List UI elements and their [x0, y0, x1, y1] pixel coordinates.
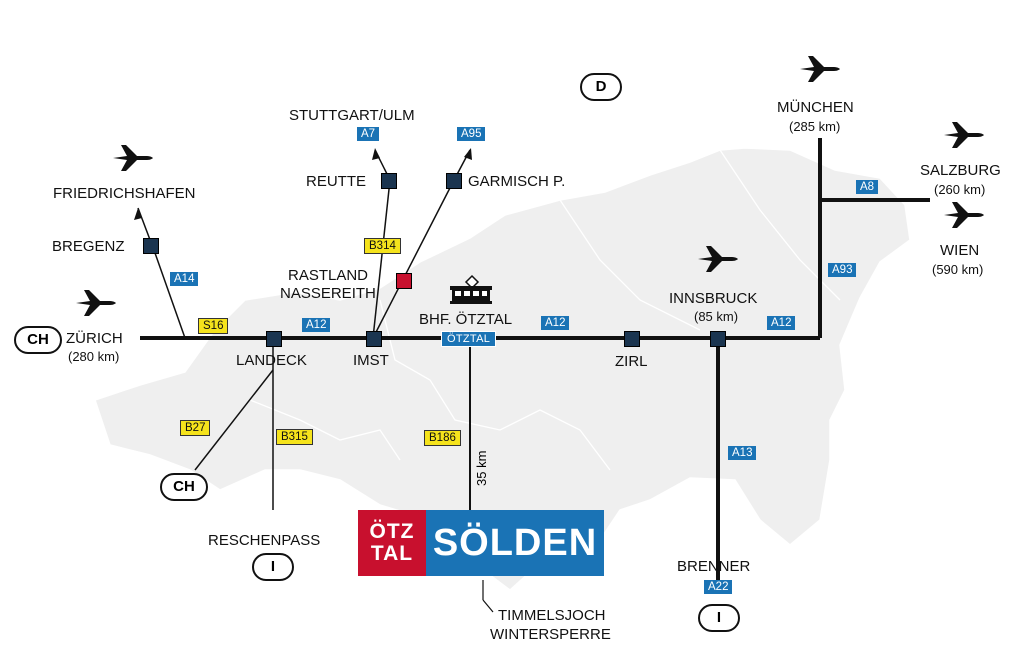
city-label-reschenpass: RESCHENPASS [208, 532, 321, 549]
logo-tal-text: TAL [370, 542, 414, 565]
city-label-rastland: RASTLAND [288, 267, 369, 284]
road-badge-b27: B27 [180, 420, 211, 436]
road-badge-a14: A14 [170, 272, 199, 286]
label-timmelsjoch: TIMMELSJOCH [498, 607, 606, 624]
train-icon [450, 274, 492, 304]
road-badge-b315: B315 [276, 429, 313, 445]
airplane-icon [944, 122, 984, 148]
road-badge-a13: A13 [728, 446, 757, 460]
country-italy-marker: I [698, 604, 740, 632]
garmisch-node [446, 173, 462, 189]
city-label-zirl: ZIRL [615, 353, 648, 370]
airplane-icon [944, 202, 984, 228]
country-switzerland-marker: CH [14, 326, 62, 354]
airplane-icon [800, 56, 840, 82]
city-label-zurich: ZÜRICH [66, 330, 123, 347]
road-badge-a12: A12 [541, 316, 570, 330]
airplane-icon [76, 290, 116, 316]
zirl-node [624, 331, 640, 347]
airplane-icon [113, 145, 153, 171]
distance-muenchen: (285 km) [789, 119, 841, 134]
city-label-brenner: BRENNER [677, 558, 751, 575]
city-label-muenchen: MÜNCHEN [777, 99, 854, 116]
imst-node [366, 331, 382, 347]
bregenz-node [143, 238, 159, 254]
city-label-friedrichshafen: FRIEDRICHSHAFEN [53, 185, 196, 202]
oetztal-soelden-logo: ÖTZ TAL SÖLDEN [358, 510, 604, 576]
distance-zurich: (280 km) [68, 349, 120, 364]
country-germany-marker: D [580, 73, 622, 101]
city-label-salzburg: SALZBURG [920, 162, 1001, 179]
road-badge-s16: S16 [198, 318, 229, 334]
city-label-garmisch: GARMISCH P. [468, 173, 566, 190]
airplane-icon [698, 246, 738, 272]
distance-salzburg: (260 km) [934, 182, 986, 197]
city-label-landeck: LANDECK [236, 352, 307, 369]
road-badge-a12: A12 [302, 318, 331, 332]
city-label-bregenz: BREGENZ [52, 238, 125, 255]
country-italy-marker: I [252, 553, 294, 581]
city-label-reutte: REUTTE [306, 173, 366, 190]
road-badge-a8: A8 [856, 180, 879, 194]
road-badge-a95: A95 [457, 127, 486, 141]
rastland-nassereith-node [396, 273, 412, 289]
reutte-node [381, 173, 397, 189]
road-badge-b186: B186 [424, 430, 461, 446]
city-label-innsbruck: INNSBRUCK [669, 290, 758, 307]
distance-wien: (590 km) [932, 262, 984, 277]
city-label-imst: IMST [353, 352, 389, 369]
logo-oetztal-block: ÖTZ TAL [358, 510, 426, 576]
road-badge-a7: A7 [357, 127, 380, 141]
country-switzerland-marker: CH [160, 473, 208, 501]
distance-innsbruck: (85 km) [694, 309, 739, 324]
station-badge-oetztal: ÖTZTAL [441, 331, 497, 347]
city-label-wien: WIEN [940, 242, 980, 259]
road-badge-b314: B314 [364, 238, 401, 254]
distance-soelden: 35 km [474, 450, 489, 486]
logo-oetz-text: ÖTZ [369, 520, 415, 543]
road-badge-a12: A12 [767, 316, 796, 330]
city-label-stuttgart-ulm: STUTTGART/ULM [289, 107, 415, 124]
city-label-nassereith: NASSEREITH [280, 285, 376, 302]
label-wintersperre: WINTERSPERRE [490, 626, 611, 643]
landeck-node [266, 331, 282, 347]
road-network [137, 138, 930, 613]
innsbruck-node [710, 331, 726, 347]
city-label-bhf-oetztal: BHF. ÖTZTAL [419, 311, 513, 328]
road-badge-a22: A22 [704, 580, 733, 594]
logo-soelden-block: SÖLDEN [426, 510, 604, 576]
road-badge-a93: A93 [828, 263, 857, 277]
